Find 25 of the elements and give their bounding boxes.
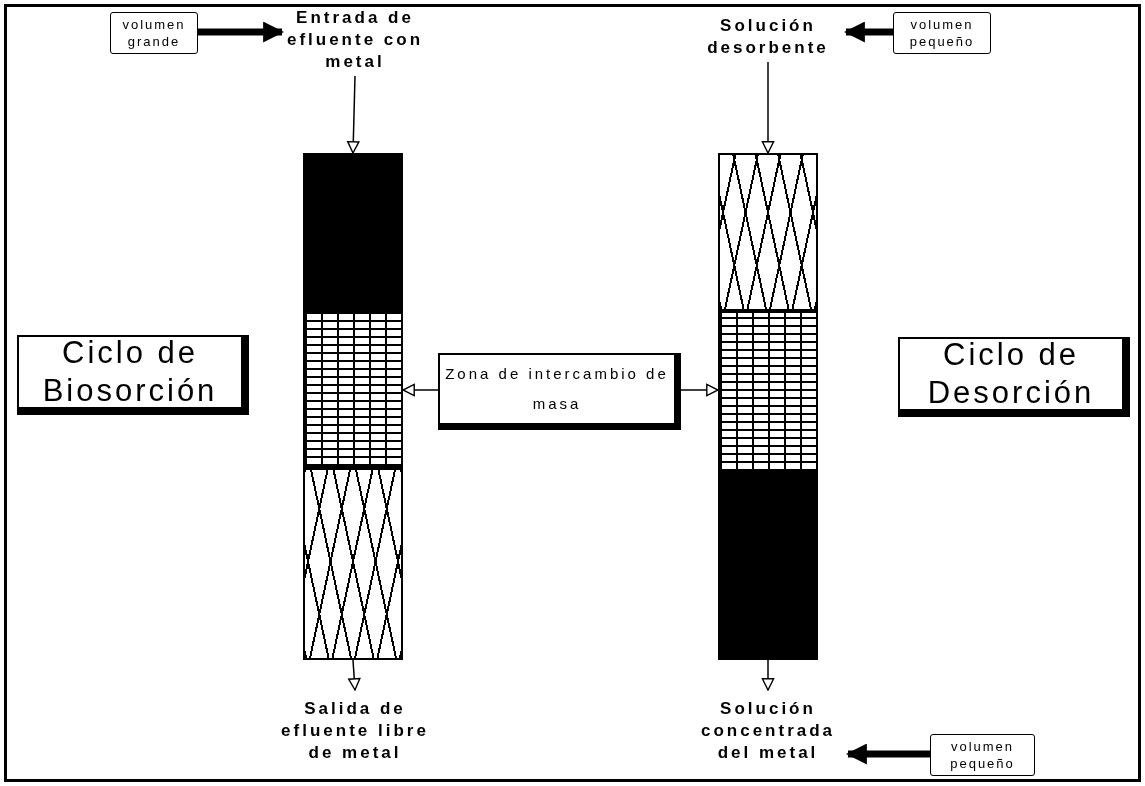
grid-column-segment [718,311,818,473]
lattice-column-segment [303,468,403,660]
outlet-label: Salida de efluente libre de metal [275,690,435,772]
solid-column-segment [718,473,818,660]
arrow [347,75,360,154]
arrow [347,659,361,691]
cycle-title-box: Ciclo de Desorción [898,337,1130,417]
arrow [680,383,719,397]
volume-tag: volumen grande [110,12,198,54]
inlet-label: Solución desorbente [690,12,846,62]
cycle-title-box: Ciclo de Biosorción [17,335,249,415]
outlet-label: Solución concentrada del metal [688,690,848,772]
solid-column-segment [303,153,403,311]
arrow [843,21,893,43]
arrow [402,383,439,397]
inlet-label: Entrada de efluente con metal [282,4,428,76]
lattice-column-segment [718,153,818,311]
zone-box: Zona de intercambio de masa [438,353,681,430]
grid-column-segment [303,311,403,468]
arrow [198,21,285,43]
volume-tag: volumen pequeño [893,12,991,54]
volume-tag: volumen pequeño [930,734,1035,776]
arrow [761,61,775,154]
arrow [761,659,775,691]
arrow [845,743,930,765]
